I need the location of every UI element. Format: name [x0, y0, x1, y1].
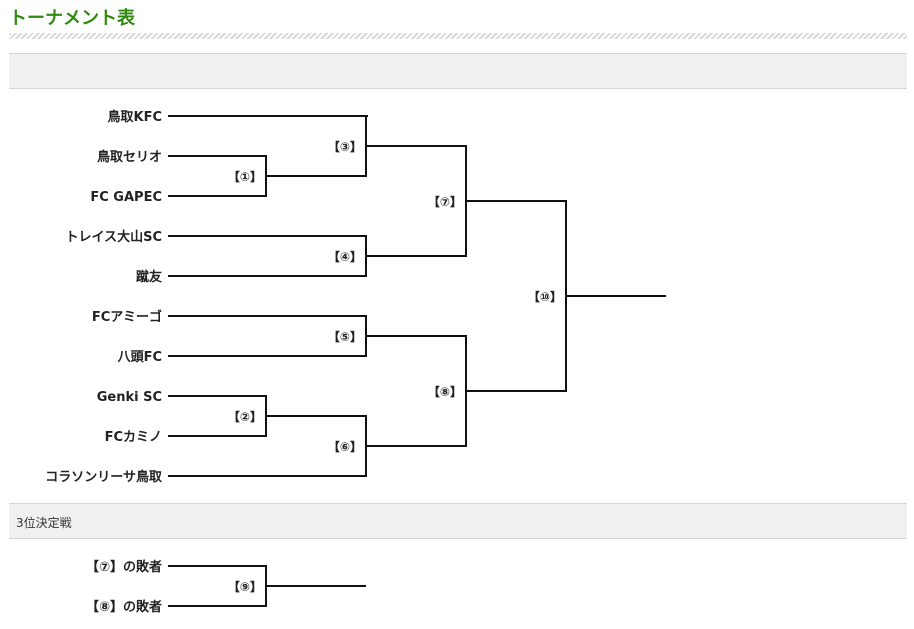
team-name-2: 鳥取セリオ	[97, 149, 162, 165]
match-label-2: 【②】	[228, 409, 262, 424]
page-title: トーナメント表	[9, 8, 135, 29]
main-bracket-header	[9, 53, 907, 89]
match-label-10: 【⑩】	[528, 289, 562, 304]
team-name-1: 鳥取KFC	[108, 109, 163, 125]
team-name-6: FCアミーゴ	[92, 309, 162, 325]
title-divider	[9, 33, 907, 39]
team-name-8: Genki SC	[97, 390, 162, 405]
third-place-entrant-2: 【⑧】の敗者	[86, 599, 162, 615]
bracket-lines	[168, 115, 666, 607]
match-label-8: 【⑧】	[428, 384, 462, 399]
team-name-4: トレイス大山SC	[65, 229, 162, 245]
third-place-header: 3位決定戦	[9, 503, 907, 539]
team-name-10: コラソンリーサ鳥取	[45, 469, 163, 485]
match-label-7: 【⑦】	[428, 194, 462, 209]
team-name-9: FCカミノ	[105, 430, 162, 445]
match-label-9: 【⑨】	[228, 579, 262, 594]
third-place-entrant-1: 【⑦】の敗者	[86, 559, 162, 575]
match-label-3: 【③】	[328, 139, 362, 154]
team-name-3: FC GAPEC	[90, 190, 162, 205]
match-label-6: 【⑥】	[328, 439, 362, 454]
match-label-5: 【⑤】	[328, 329, 362, 344]
team-name-7: 八頭FC	[117, 350, 162, 365]
team-name-5: 蹴友	[136, 269, 162, 285]
match-label-1: 【①】	[228, 169, 262, 184]
match-label-4: 【④】	[328, 249, 362, 264]
